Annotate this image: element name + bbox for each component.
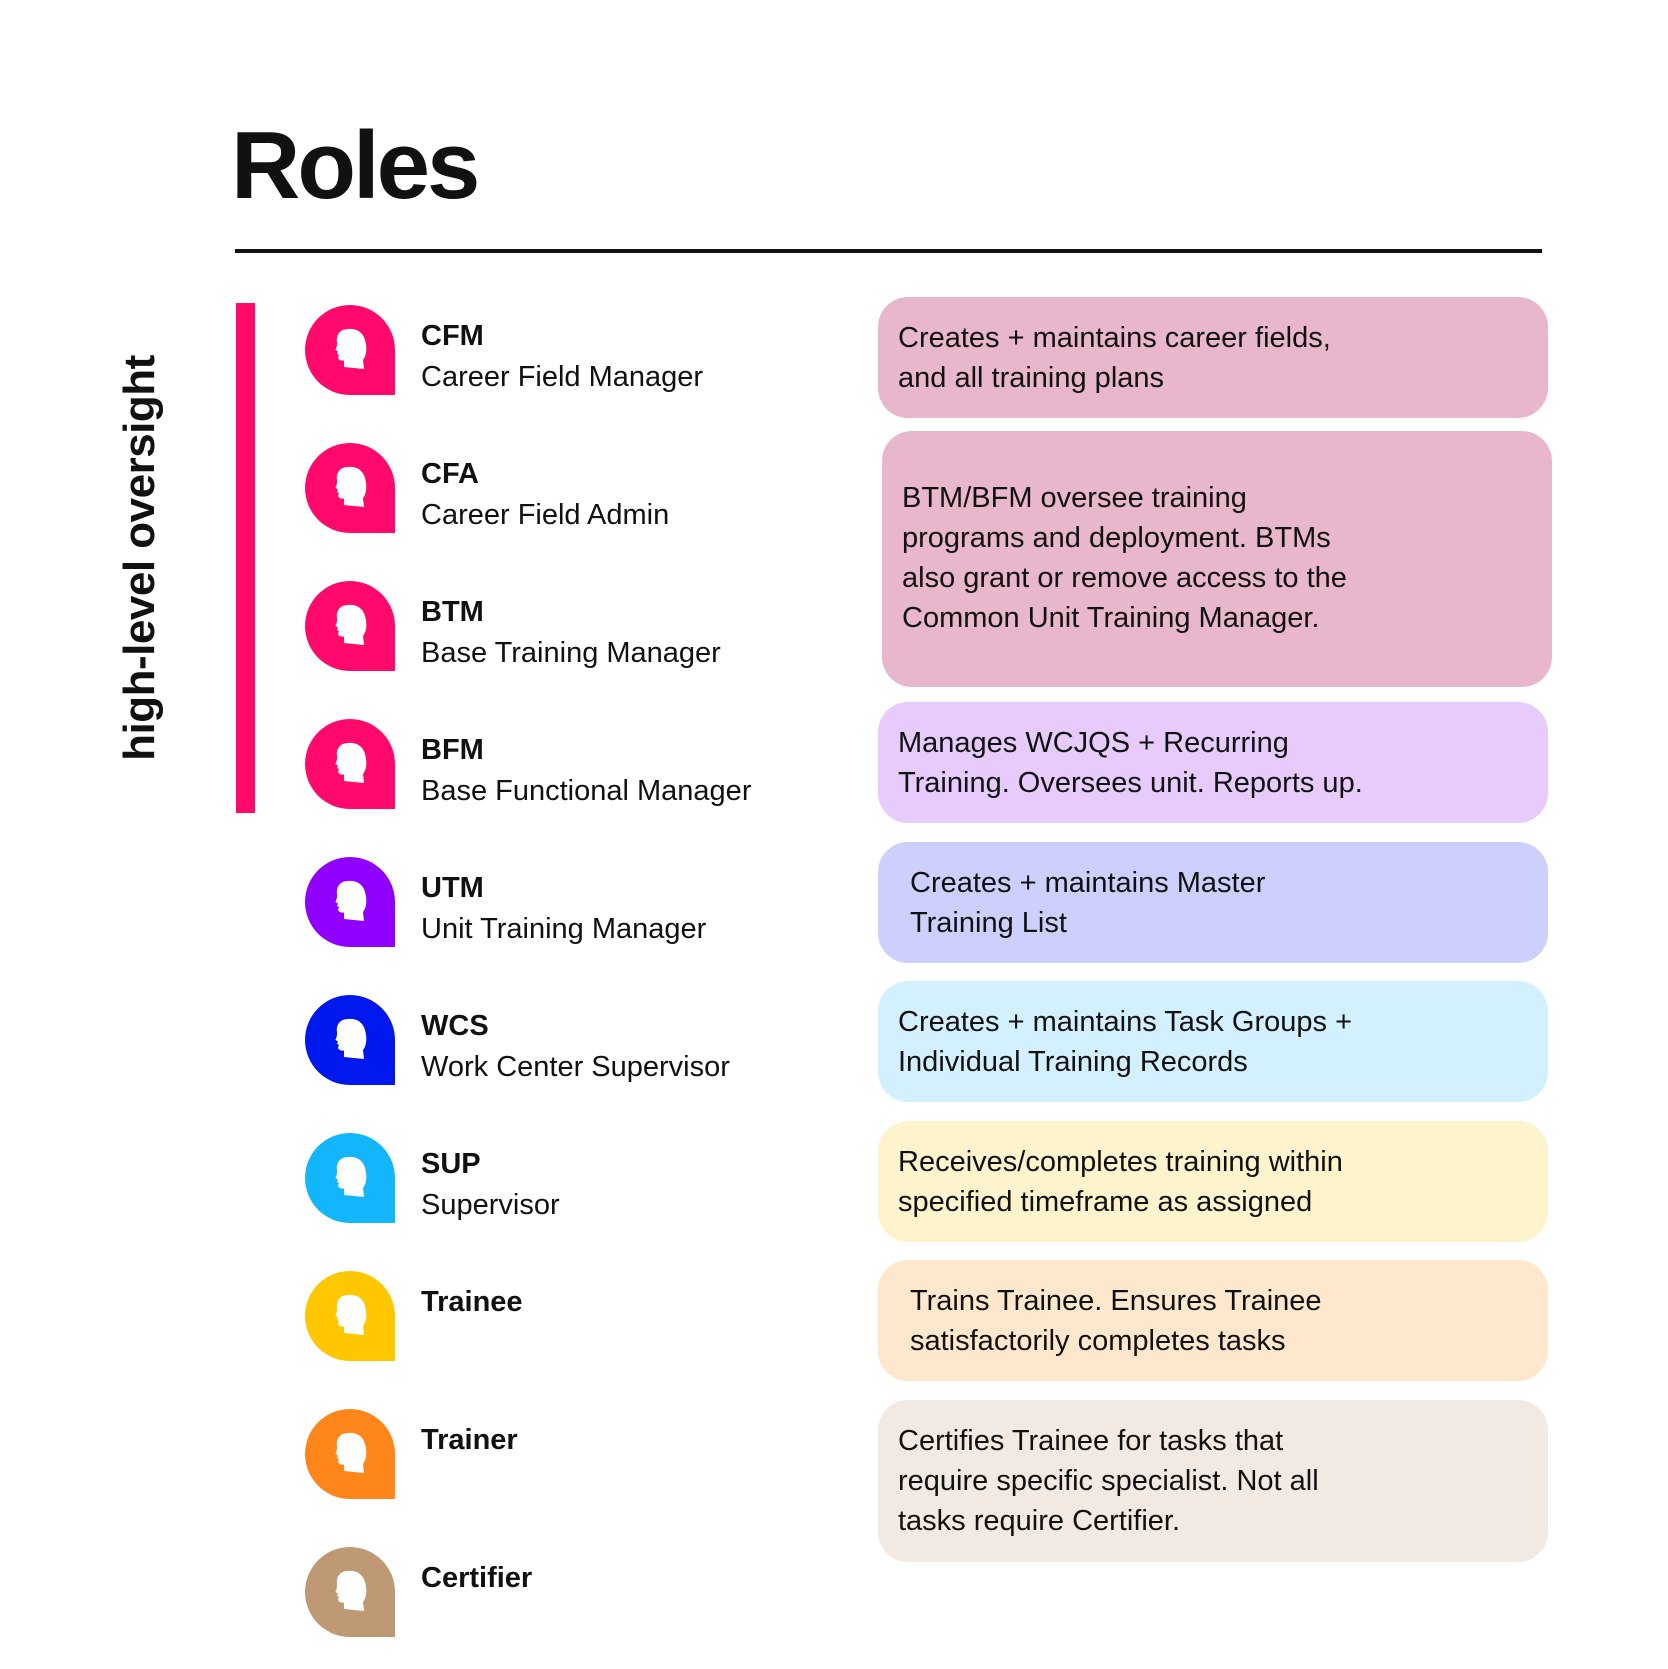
role-abbreviation: Trainer bbox=[421, 1424, 518, 1456]
role-item-bfm: BFM Base Functional Manager bbox=[0, 719, 800, 819]
title-divider bbox=[235, 249, 1542, 253]
description-text-line: Creates + maintains Master bbox=[910, 867, 1266, 899]
avatar-icon bbox=[305, 995, 395, 1085]
role-full-name: Career Field Admin bbox=[421, 499, 670, 531]
role-abbreviation: Certifier bbox=[421, 1562, 533, 1594]
user-head-icon bbox=[335, 880, 367, 921]
role-item-trainer: Trainer bbox=[0, 1409, 800, 1509]
role-full-name: Supervisor bbox=[421, 1189, 560, 1221]
user-head-icon bbox=[335, 742, 367, 783]
role-abbreviation: Trainee bbox=[421, 1286, 523, 1318]
role-full-name: Base Functional Manager bbox=[421, 775, 752, 807]
user-head-icon bbox=[335, 1432, 367, 1473]
description-text-line: Individual Training Records bbox=[898, 1046, 1248, 1078]
user-head-icon bbox=[335, 1294, 367, 1335]
role-abbreviation: BFM bbox=[421, 734, 484, 766]
avatar-icon bbox=[305, 719, 395, 809]
role-full-name: Base Training Manager bbox=[421, 637, 721, 669]
description-text-line: programs and deployment. BTMs bbox=[902, 522, 1331, 554]
avatar-icon bbox=[305, 1409, 395, 1499]
description-text-line: and all training plans bbox=[898, 362, 1165, 394]
avatar-icon bbox=[305, 305, 395, 395]
user-head-icon bbox=[335, 1018, 367, 1059]
role-item-certifier: Certifier bbox=[0, 1547, 800, 1647]
description-text-line: BTM/BFM oversee training bbox=[902, 482, 1247, 514]
role-description-card: Receives/completes training within specif… bbox=[878, 1121, 1548, 1242]
role-description-card: Creates + maintains Task Groups + Individ… bbox=[878, 981, 1548, 1102]
role-abbreviation: WCS bbox=[421, 1010, 489, 1042]
description-text-line: tasks require Certifier. bbox=[898, 1505, 1181, 1537]
description-text-line: also grant or remove access to the bbox=[902, 562, 1347, 594]
oversight-bracket bbox=[236, 303, 255, 813]
role-abbreviation: CFM bbox=[421, 320, 484, 352]
user-head-icon bbox=[335, 1156, 367, 1197]
user-head-icon bbox=[335, 328, 367, 369]
description-text-line: satisfactorily completes tasks bbox=[910, 1325, 1286, 1357]
role-description-card: Certifies Trainee for tasks that require … bbox=[878, 1400, 1548, 1562]
role-item-btm: BTM Base Training Manager bbox=[0, 581, 800, 681]
description-text-line: Training. Oversees unit. Reports up. bbox=[898, 767, 1363, 799]
description-text-line: Creates + maintains career fields, bbox=[898, 322, 1331, 354]
description-text-line: Common Unit Training Manager. bbox=[902, 602, 1320, 634]
role-description-card: Creates + maintains career fields, and al… bbox=[878, 297, 1548, 418]
role-item-trainee: Trainee bbox=[0, 1271, 800, 1371]
avatar-icon bbox=[305, 1133, 395, 1223]
role-full-name: Work Center Supervisor bbox=[421, 1051, 730, 1083]
role-item-wcs: WCS Work Center Supervisor bbox=[0, 995, 800, 1095]
avatar-icon bbox=[305, 857, 395, 947]
role-item-sup: SUP Supervisor bbox=[0, 1133, 800, 1233]
role-abbreviation: CFA bbox=[421, 458, 479, 490]
description-text-line: Creates + maintains Task Groups + bbox=[898, 1006, 1353, 1038]
role-abbreviation: BTM bbox=[421, 596, 484, 628]
user-head-icon bbox=[335, 466, 367, 507]
description-text-line: Certifies Trainee for tasks that bbox=[898, 1425, 1284, 1457]
role-item-cfa: CFA Career Field Admin bbox=[0, 443, 800, 543]
description-text-line: require specific specialist. Not all bbox=[898, 1465, 1319, 1497]
role-item-cfm: CFM Career Field Manager bbox=[0, 305, 800, 405]
user-head-icon bbox=[335, 604, 367, 645]
user-head-icon bbox=[335, 1570, 367, 1611]
description-text-line: Manages WCJQS + Recurring bbox=[898, 727, 1289, 759]
avatar-icon bbox=[305, 581, 395, 671]
avatar-icon bbox=[305, 443, 395, 533]
avatar-icon bbox=[305, 1271, 395, 1361]
role-full-name: Career Field Manager bbox=[421, 361, 704, 393]
description-text-line: specified timeframe as assigned bbox=[898, 1186, 1313, 1218]
role-full-name: Unit Training Manager bbox=[421, 913, 707, 945]
description-text-line: Training List bbox=[910, 907, 1067, 939]
role-abbreviation: SUP bbox=[421, 1148, 481, 1180]
description-text-line: Receives/completes training within bbox=[898, 1146, 1343, 1178]
avatar-icon bbox=[305, 1547, 395, 1637]
role-item-utm: UTM Unit Training Manager bbox=[0, 857, 800, 957]
role-description-card: BTM/BFM oversee training programs and dep… bbox=[882, 431, 1552, 687]
role-abbreviation: UTM bbox=[421, 872, 484, 904]
page-title: Roles bbox=[231, 112, 480, 219]
description-text-line: Trains Trainee. Ensures Trainee bbox=[910, 1285, 1322, 1317]
role-description-card: Trains Trainee. Ensures Trainee satisfact… bbox=[878, 1260, 1548, 1381]
